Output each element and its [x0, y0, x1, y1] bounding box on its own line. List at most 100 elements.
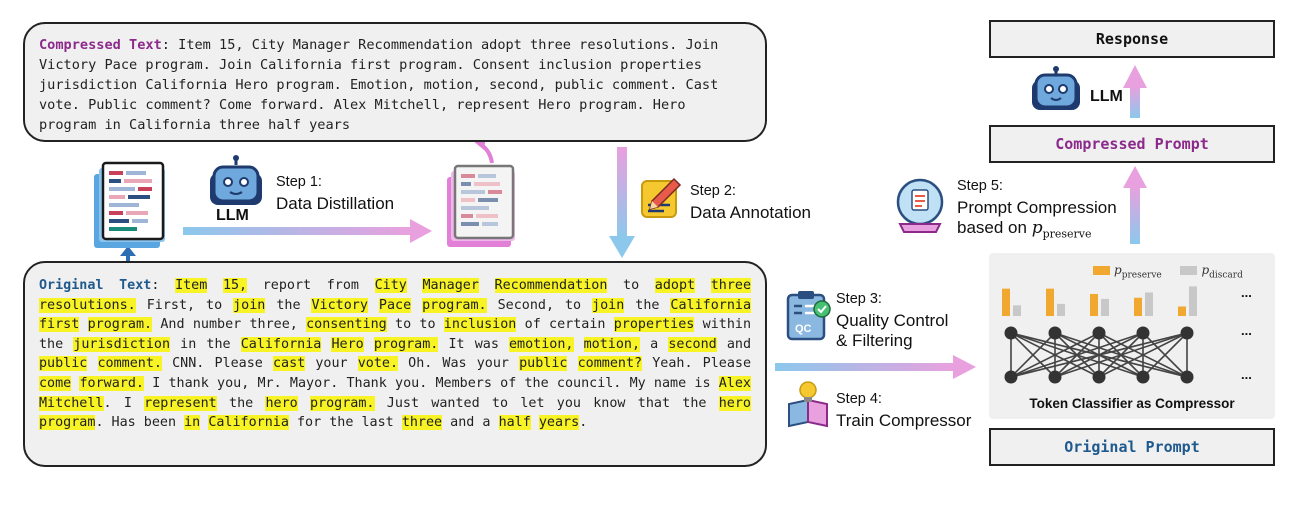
highlighted-token: public [39, 356, 88, 372]
highlighted-token: Alex [718, 375, 751, 391]
plain-text: and a [442, 415, 499, 431]
highlighted-token: years [538, 415, 580, 431]
train-arrow [775, 355, 976, 379]
highlighted-token: in [184, 415, 201, 431]
plain-text [574, 337, 584, 352]
highlighted-token: vote. [357, 356, 399, 372]
plain-text: First, to [135, 297, 234, 313]
hidden-node [1092, 326, 1106, 340]
highlighted-token: three [710, 278, 752, 293]
compressed-text: Compressed Text: Item 15, City Manager R… [39, 35, 751, 135]
plain-text [368, 298, 379, 313]
highlighted-token: join [233, 297, 266, 313]
plain-text [531, 415, 539, 430]
bar-discard [1145, 292, 1153, 316]
step-1: Step 1: Data Distillation [276, 172, 394, 214]
step-5: Step 5: Prompt Compression based on ppre… [957, 176, 1117, 244]
plain-text [87, 356, 97, 371]
network-edge [1010, 332, 1056, 378]
network-edge [1010, 332, 1100, 378]
highlighted-token: properties [613, 317, 695, 333]
plain-text [411, 298, 422, 313]
plain-text: to to [386, 317, 444, 333]
plain-text [321, 337, 331, 352]
plain-text: Just wanted to let you know that the [374, 395, 719, 411]
highlighted-token: Hero [331, 336, 364, 352]
bar-discard [1189, 286, 1197, 316]
plain-text: . I [103, 395, 145, 411]
highlighted-token: California [208, 415, 289, 431]
classifier-network: ......... [1002, 285, 1252, 384]
step-2-title: Data Annotation [690, 203, 811, 222]
ellipsis-text: ... [1241, 285, 1252, 300]
highlighted-token: program. [373, 336, 439, 352]
highlighted-token: Item [175, 278, 208, 293]
plain-text: report from [247, 278, 375, 293]
compressed-text-panel: Compressed Text: Item 15, City Manager R… [23, 22, 767, 142]
highlighted-token: hero [265, 395, 298, 411]
plain-text [207, 278, 223, 293]
step-4-title: Train Compressor [836, 411, 972, 430]
highlighted-token: City [374, 278, 407, 293]
plain-text: : [151, 278, 176, 293]
highlighted-token: comment? [577, 356, 643, 372]
original-text-label: Original Text [39, 278, 152, 293]
token-classifier-panel: ppreserve pdiscard ......... Token Class… [989, 253, 1275, 419]
plain-text: . Has been [95, 415, 185, 431]
plain-text: within the [39, 317, 752, 352]
legend-sub-preserve: preserve [1121, 270, 1162, 281]
step-3-title-line1: Quality Control [836, 311, 949, 330]
plain-text [298, 396, 310, 411]
highlighted-token: represent [144, 395, 217, 411]
highlighted-token: hero [718, 395, 751, 411]
plain-text: in the [170, 336, 241, 352]
step-5-title-line1: Prompt Compression [957, 198, 1117, 217]
highlighted-token: consenting [306, 317, 387, 333]
highlighted-token: adopt [654, 278, 696, 293]
bar-preserve [1046, 288, 1054, 316]
plain-text [364, 337, 374, 352]
hidden-node [1004, 326, 1018, 340]
plain-text [695, 278, 711, 293]
highlighted-token: resolutions. [39, 297, 136, 313]
plain-text: Yeah. Please [642, 356, 752, 372]
plain-text: for the last [288, 415, 402, 431]
highlighted-token: cast [272, 356, 306, 372]
plain-text: Oh. Was your [398, 356, 520, 372]
plain-text: It was [438, 336, 509, 352]
legend-swatch-preserve [1093, 266, 1110, 276]
input-node [1048, 370, 1062, 384]
highlighted-token: California [240, 336, 322, 352]
highlighted-token: comment. [97, 356, 162, 372]
step-2-number: Step 2: [690, 183, 736, 199]
legend-swatch-discard [1180, 266, 1198, 276]
original-prompt-box: Original Prompt [989, 428, 1275, 466]
highlighted-token: public [519, 356, 568, 372]
step-5-sub: preserve [1042, 227, 1092, 241]
step-2: Step 2: Data Annotation [690, 181, 811, 223]
network-edge [1010, 332, 1144, 378]
input-node [1180, 370, 1194, 384]
step-4-number: Step 4: [836, 391, 882, 407]
highlighted-token: first [39, 317, 80, 333]
input-node [1136, 370, 1150, 384]
book-bulb-icon [785, 380, 831, 435]
highlighted-token: forward. [79, 375, 144, 391]
plain-text: the [216, 395, 266, 411]
response-label: Response [1095, 30, 1169, 48]
plain-text: I thank you, Mr. Mayor. Thank you. Membe… [143, 375, 719, 391]
legend-var-preserve: p [1114, 263, 1122, 277]
robot-icon [206, 155, 266, 212]
llm-label: LLM [216, 207, 249, 224]
compressed-text-body: : Item 15, City Manager Recommendation a… [39, 37, 719, 133]
network-edge [1010, 332, 1188, 378]
plain-text: Second, to [486, 297, 593, 313]
plain-text [407, 278, 423, 293]
highlighted-token: Manager [422, 278, 479, 293]
highlighted-token: jurisdiction [73, 336, 171, 352]
crystal-ball-icon [892, 176, 948, 241]
highlighted-token: emotion, [509, 336, 574, 352]
compressed-text-label: Compressed Text [39, 37, 162, 53]
highlighted-token: California [670, 297, 752, 313]
legend-var-discard: p [1201, 263, 1210, 277]
